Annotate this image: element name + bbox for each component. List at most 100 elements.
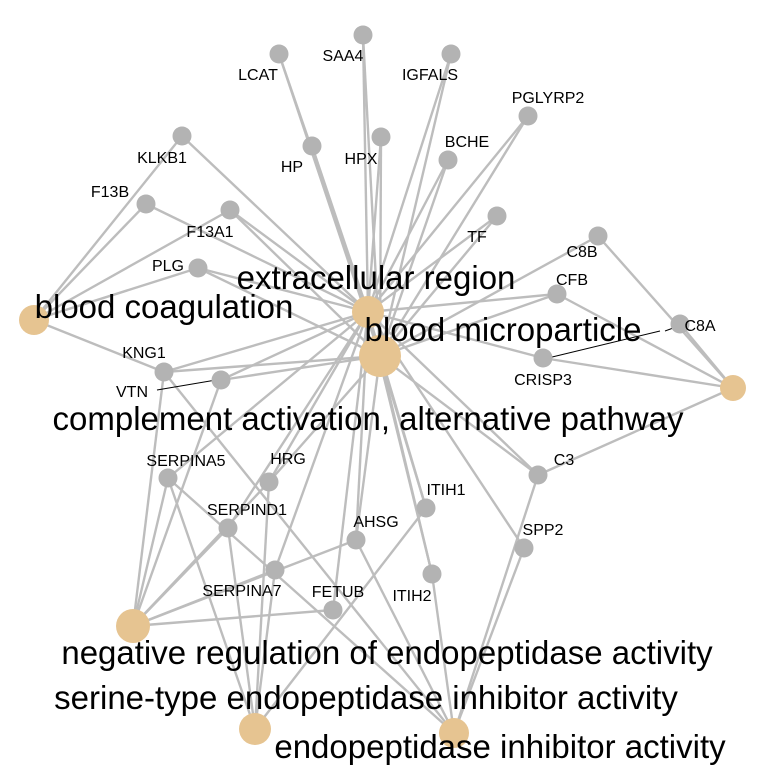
edge-f13a1-extracellular <box>229 209 369 313</box>
edge-c3-complement <box>537 386 734 477</box>
edge-saa4-extracellular <box>361 34 370 313</box>
term-node-complement[interactable] <box>720 375 746 401</box>
edge-itih2-microparticle <box>378 355 434 575</box>
gene-node-serpina7[interactable] <box>265 560 285 580</box>
edge-itih1-serine <box>254 507 427 730</box>
gene-node-serpina5[interactable] <box>158 468 178 488</box>
gene-node-crisp3[interactable] <box>533 348 553 368</box>
label-leader-line <box>547 330 661 359</box>
gene-label-ahsg: AHSG <box>353 514 398 531</box>
edge-serpind1-serine <box>226 527 257 730</box>
edge-fetub-negreg <box>132 608 334 628</box>
term-label-extracellular: extracellular region <box>237 259 516 296</box>
edge-igfals-extracellular <box>366 53 453 313</box>
term-node-serine[interactable] <box>239 713 271 745</box>
gene-node-igfals[interactable] <box>441 44 461 64</box>
edge-f13b-extracellular <box>145 202 369 314</box>
gene-node-plg[interactable] <box>188 258 208 278</box>
gene-node-vtn[interactable] <box>211 370 231 390</box>
edge-crisp3-complement <box>542 356 734 390</box>
edge-c8b-microparticle <box>379 234 599 358</box>
term-label-serine: serine-type endopeptidase inhibitor acti… <box>54 679 678 716</box>
gene-label-hrg: HRG <box>270 451 306 468</box>
gene-node-spp2[interactable] <box>514 538 534 558</box>
gene-node-itih2[interactable] <box>422 564 442 584</box>
gene-node-saa4[interactable] <box>353 25 373 45</box>
gene-node-c8a[interactable] <box>670 314 690 334</box>
edge-bche-microparticle <box>378 159 450 357</box>
gene-label-cfb: CFB <box>556 272 588 289</box>
edge-cfb-complement <box>556 292 734 390</box>
gene-label-kng1: KNG1 <box>122 345 166 362</box>
edge-kng1-coagulation <box>33 318 165 374</box>
gene-node-hp[interactable] <box>302 136 322 156</box>
gene-node-hpx[interactable] <box>371 127 391 147</box>
gene-node-tf[interactable] <box>487 206 507 226</box>
gene-label-klkb1: KLKB1 <box>137 150 187 167</box>
edge-hpx-extracellular <box>366 136 383 313</box>
gene-node-lcat[interactable] <box>269 44 289 64</box>
gene-label-serpina7: SERPINA7 <box>202 583 281 600</box>
gene-label-lcat: LCAT <box>238 67 278 84</box>
gene-label-c8b: C8B <box>566 244 597 261</box>
gene-label-hp: HP <box>281 159 303 176</box>
gene-node-ahsg[interactable] <box>346 530 366 550</box>
edge-tf-extracellular <box>367 215 498 313</box>
edge-kng1-negreg <box>131 371 166 627</box>
edge-serpina5-inhibitor <box>167 477 455 734</box>
gene-label-c3: C3 <box>554 452 575 469</box>
term-label-coagulation: blood coagulation <box>35 288 294 325</box>
gene-node-pglyrp2[interactable] <box>518 106 538 126</box>
edge-plg-coagulation <box>33 266 199 322</box>
label-leader-line <box>156 379 217 391</box>
gene-node-hrg[interactable] <box>259 472 279 492</box>
gene-node-c8b[interactable] <box>588 226 608 246</box>
edge-vtn-extracellular <box>220 310 369 382</box>
gene-node-cfb[interactable] <box>547 284 567 304</box>
gene-label-itih1: ITIH1 <box>426 482 465 499</box>
gene-node-f13a1[interactable] <box>220 200 240 220</box>
edge-ahsg-microparticle <box>354 355 382 541</box>
gene-label-crisp3: CRISP3 <box>514 372 572 389</box>
gene-label-c8a: C8A <box>684 318 715 335</box>
gene-node-klkb1[interactable] <box>172 126 192 146</box>
term-node-coagulation[interactable] <box>19 305 49 335</box>
edge-itih1-microparticle <box>378 355 428 509</box>
gene-label-f13b: F13B <box>91 184 129 201</box>
term-label-complement: complement activation, alternative pathw… <box>53 400 684 437</box>
gene-label-serpind1: SERPIND1 <box>207 502 287 519</box>
gene-label-serpina5: SERPINA5 <box>146 453 225 470</box>
gene-node-itih1[interactable] <box>416 498 436 518</box>
edge-serpina7-extracellular <box>273 311 370 571</box>
edge-c3-microparticle <box>379 355 539 476</box>
gene-node-fetub[interactable] <box>323 600 343 620</box>
gene-label-plg: PLG <box>152 258 184 275</box>
term-label-microparticle: blood microparticle <box>365 311 642 348</box>
gene-node-c3[interactable] <box>528 465 548 485</box>
term-node-extracellular[interactable] <box>352 296 384 328</box>
edge-kng1-microparticle <box>163 354 381 374</box>
edge-f13a1-coagulation <box>33 208 231 322</box>
edge-c3-extracellular <box>367 311 539 476</box>
term-node-inhibitor[interactable] <box>439 718 469 748</box>
edge-serpind1-extracellular <box>226 311 370 529</box>
gene-node-kng1[interactable] <box>154 362 174 382</box>
edge-serpina5-negreg <box>131 477 170 627</box>
gene-node-serpind1[interactable] <box>218 518 238 538</box>
term-node-negreg[interactable] <box>116 609 150 643</box>
edge-c3-inhibitor <box>452 474 540 734</box>
term-node-microparticle[interactable] <box>359 335 401 377</box>
edge-hrg-serine <box>253 481 271 730</box>
gene-node-bche[interactable] <box>438 150 458 170</box>
gene-label-igfals: IGFALS <box>402 67 458 84</box>
edge-kng1-inhibitor <box>163 371 455 734</box>
edge-klkb1-coagulation <box>33 135 183 321</box>
edge-kng1-extracellular <box>163 310 369 374</box>
edge-serpind1-negreg <box>132 527 229 627</box>
gene-node-f13b[interactable] <box>136 194 156 214</box>
term-label-negreg: negative regulation of endopeptidase act… <box>61 634 713 671</box>
edge-cfb-extracellular <box>367 292 558 314</box>
edge-klkb1-extracellular <box>181 135 369 313</box>
